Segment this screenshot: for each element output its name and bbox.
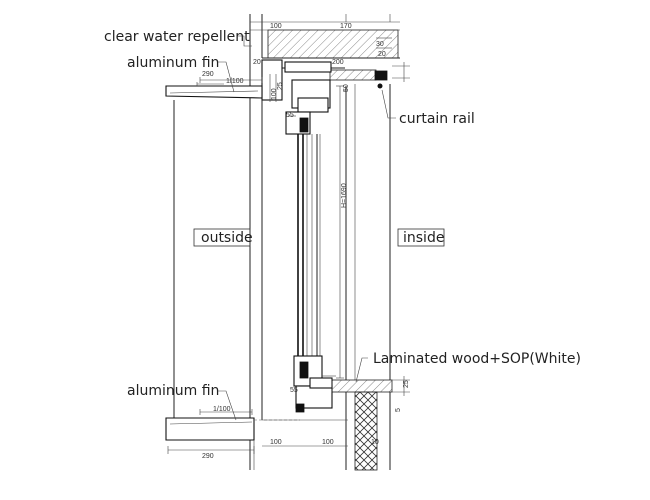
- curtain-rail-label: curtain rail: [399, 111, 475, 127]
- dim-slope-bottom: 1/100: [213, 406, 231, 413]
- laminated-wood-sill: [331, 376, 410, 471]
- dim-top-200: 200: [332, 59, 344, 66]
- outside-label: outside: [201, 230, 253, 246]
- dim-bottom-55: 55: [290, 387, 298, 394]
- opening-outline: [173, 84, 391, 420]
- dim-right-bottom-5: 5: [395, 408, 402, 412]
- dim-fin-top-290: 290: [202, 71, 214, 78]
- aluminum-fin-top-label: aluminum fin: [127, 55, 219, 71]
- height-dimension-line: [336, 85, 344, 379]
- inside-label-box: [397, 228, 445, 247]
- window-head-profile: [285, 79, 331, 135]
- glass-sash: [297, 134, 321, 358]
- window-sill-profile: [293, 355, 336, 413]
- dim-bottom-100-b: 100: [322, 439, 334, 446]
- leader-lines: [218, 35, 396, 421]
- dim-top-55: 55: [286, 112, 294, 119]
- dim-top-50: 50: [343, 84, 350, 92]
- inside-label: inside: [403, 230, 444, 246]
- top-aluminum-fin: [165, 77, 263, 99]
- outside-label-box: [193, 228, 251, 247]
- bottom-aluminum-fin: [165, 409, 348, 470]
- dim-right-bottom-25: 25: [403, 380, 410, 388]
- dim-slope-top: 1/100: [226, 78, 244, 85]
- dim-left-v-25: 25: [277, 82, 284, 90]
- clear-water-repellent-label: clear water repellent: [104, 29, 250, 45]
- dim-top-100: 100: [270, 23, 282, 30]
- dim-right-30: 30: [376, 41, 384, 48]
- dim-top-170: 170: [340, 23, 352, 30]
- laminated-wood-label: Laminated wood+SOP(White): [373, 351, 581, 367]
- dim-top-20: 20: [253, 59, 261, 66]
- dim-height-h1690: H=1690: [341, 183, 348, 208]
- left-vertical-dims: [269, 74, 277, 102]
- dim-bottom-10: 10: [371, 439, 379, 446]
- aluminum-fin-bottom-label: aluminum fin: [127, 383, 219, 399]
- dim-left-v-100: 100: [271, 88, 278, 100]
- dim-bottom-290: 290: [202, 453, 214, 460]
- dim-right-20: 20: [378, 51, 386, 58]
- dim-bottom-100-a: 100: [270, 439, 282, 446]
